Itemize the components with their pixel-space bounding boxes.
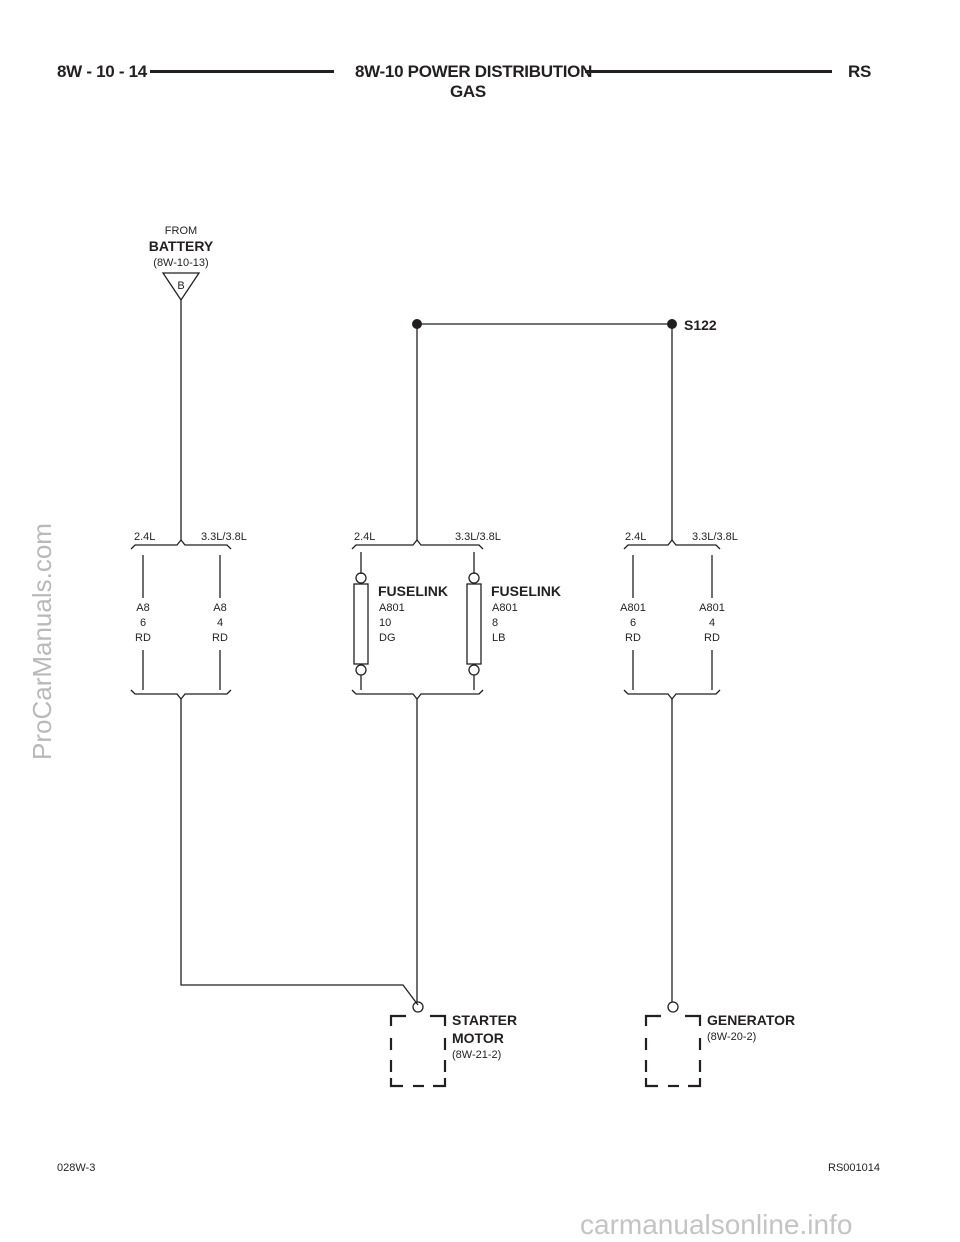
right-wire-a-circuit: A801 <box>620 602 646 614</box>
generator-ref: (8W-20-2) <box>707 1031 756 1043</box>
splice-label: S122 <box>684 317 717 333</box>
left-option-a: 2.4L <box>134 531 155 543</box>
fuselink-a-color: DG <box>379 632 396 644</box>
right-option-b: 3.3L/3.8L <box>692 531 738 543</box>
page-subtitle: GAS <box>450 82 486 101</box>
starter-terminal <box>412 1001 424 1013</box>
middle-top-bracket <box>351 538 484 550</box>
footer-right-code: RS001014 <box>828 1162 880 1174</box>
left-wire-a-color: RD <box>135 632 151 644</box>
fuselink-b-title: FUSELINK <box>491 583 561 599</box>
left-wire-b-circuit: A8 <box>213 602 226 614</box>
fuselink-b-body <box>466 583 482 665</box>
splice-dot-right <box>667 319 677 329</box>
middle-bottom-bracket <box>351 689 484 701</box>
section-code: RS <box>848 62 872 81</box>
starter-label-line1: STARTER <box>452 1012 517 1028</box>
right-wire-a-gauge: 6 <box>630 617 636 629</box>
splice-dot-left <box>412 319 422 329</box>
starter-box-icon <box>389 1014 447 1088</box>
generator-terminal <box>667 1001 679 1013</box>
fuselink-a-body <box>353 583 369 665</box>
right-wire-a-color: RD <box>625 632 641 644</box>
right-top-bracket <box>623 538 721 550</box>
bottom-watermark: carmanualsonline.info <box>580 1209 853 1240</box>
middle-option-a: 2.4L <box>354 531 375 543</box>
fuselink-a-gauge: 10 <box>379 617 391 629</box>
side-watermark: ProCarManuals.com <box>27 523 57 760</box>
battery-ref: (8W-10-13) <box>153 257 208 269</box>
footer-left-code: 028W-3 <box>57 1162 96 1174</box>
left-wire-a-circuit: A8 <box>136 602 149 614</box>
fuselink-a-title: FUSELINK <box>378 583 448 599</box>
battery-name: BATTERY <box>149 238 214 254</box>
middle-option-b: 3.3L/3.8L <box>455 531 501 543</box>
battery-connector-icon <box>161 272 201 302</box>
fuselink-b-circuit: A801 <box>492 602 518 614</box>
generator-label: GENERATOR <box>707 1012 795 1028</box>
battery-connector-letter: B <box>177 280 184 292</box>
left-option-b: 3.3L/3.8L <box>201 531 247 543</box>
page-code: 8W - 10 - 14 <box>57 62 147 81</box>
generator-box-icon <box>644 1014 702 1088</box>
left-wire-b-color: RD <box>212 632 228 644</box>
left-wire-b-gauge: 4 <box>217 617 223 629</box>
fuselink-b-gauge: 8 <box>492 617 498 629</box>
left-output-wire <box>180 699 419 1006</box>
right-option-a: 2.4L <box>625 531 646 543</box>
right-wire-b-color: RD <box>704 632 720 644</box>
header-rule-left <box>150 70 334 73</box>
starter-label-line2: MOTOR <box>452 1030 504 1046</box>
left-wire-a-gauge: 6 <box>140 617 146 629</box>
right-wire-b-circuit: A801 <box>699 602 725 614</box>
starter-ref: (8W-21-2) <box>452 1049 501 1061</box>
battery-from-label: FROM <box>165 225 197 237</box>
fuselink-a-circuit: A801 <box>379 602 405 614</box>
left-bottom-bracket <box>130 689 232 701</box>
left-top-bracket <box>130 538 232 550</box>
right-wire-b-gauge: 4 <box>709 617 715 629</box>
fuselink-b-color: LB <box>492 632 505 644</box>
right-bottom-bracket <box>623 689 721 701</box>
header-rule-right <box>585 70 832 73</box>
page-title: 8W-10 POWER DISTRIBUTION <box>355 62 593 81</box>
